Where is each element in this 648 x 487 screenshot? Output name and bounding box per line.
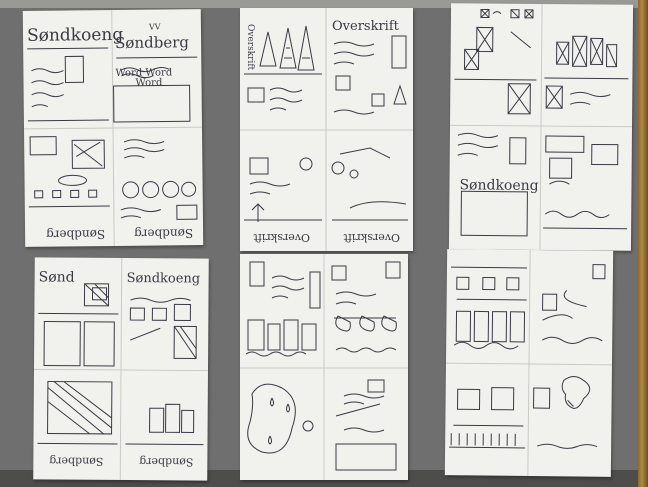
sheet-1-small-a: VV [148,22,161,31]
sheet-4-footer-b: Søndberg [139,455,193,468]
sheet-1-footer-a: Søndberg [46,227,106,242]
sheet-3-title-a: Søndkoeng [459,177,538,194]
sketch-sheet-1: Søndkoeng Søndberg VV Word Word Word Søn… [22,9,204,247]
sheet-2-side-a: Overskrift [245,24,255,71]
sketch-sheet-5-drawing [240,254,408,480]
sketch-sheet-4-drawing: Sønd Søndkoeng Søndberg Søndberg [33,257,208,481]
sheet-4-title-b: Søndkoeng [127,271,201,287]
sheet-1-title-a: Søndkoeng [27,25,123,46]
sketch-sheet-5 [240,254,408,480]
sheet-1-footer-b: Søndberg [134,226,194,241]
sheet-1-line-a: Word Word [115,67,172,79]
background-wall [0,0,648,8]
sheet-1-line-b: Word [135,77,163,88]
sheet-1-title-b: Søndberg [115,33,189,52]
wooden-edge [638,0,648,487]
sheet-4-footer-a: Søndberg [49,455,103,468]
sheet-2-title-a: Overskrift [332,19,400,34]
sketch-sheet-2: Overskrift Overskrift Overskrift Overskr… [240,8,413,251]
sketch-sheet-1-drawing: Søndkoeng Søndberg VV Word Word Word Søn… [23,10,203,246]
sheet-2-footer-a: Overskrift [253,231,310,244]
sketch-sheet-3: Søndkoeng [448,3,634,251]
sketch-sheet-6-drawing [445,250,612,476]
sketch-sheet-6 [444,249,614,477]
sheet-4-title-a: Sønd [39,269,75,285]
sketch-sheet-2-drawing: Overskrift Overskrift Overskrift Overskr… [240,8,413,251]
sketch-sheet-4: Sønd Søndkoeng Søndberg Søndberg [33,257,209,481]
sketch-sheet-3-drawing: Søndkoeng [450,4,633,250]
sheet-2-footer-b: Overskrift [343,231,400,244]
